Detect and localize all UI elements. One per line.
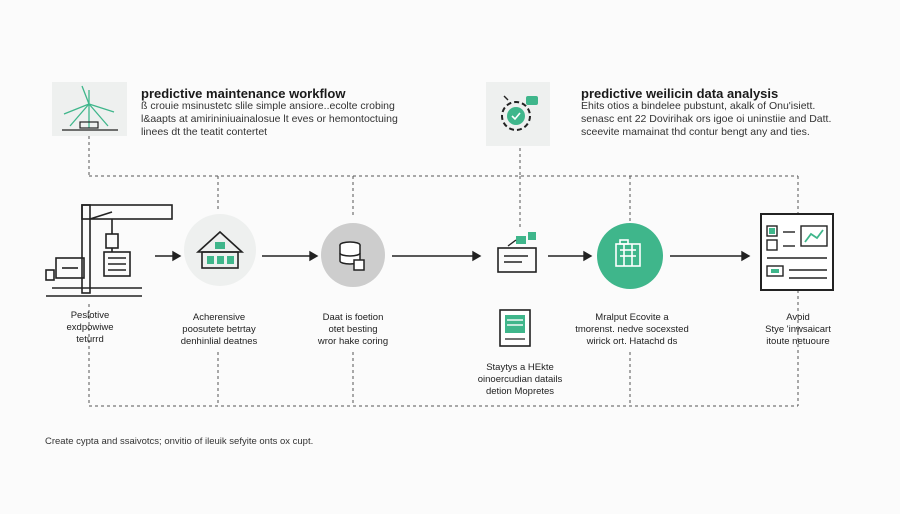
node-label-4: Staytys a HEkte oinoercudian datails det… (477, 362, 563, 397)
header-left-description: ß crouie msinustetc slile simple ansiore… (141, 100, 398, 138)
wind-turbine-icon-box (52, 82, 127, 136)
node-label-2: Acherensive poosutete betrtay denhinlial… (180, 312, 258, 347)
dashboard-report-icon (760, 213, 834, 291)
header-left-title: predictive maintenance workflow (141, 86, 346, 101)
database-icon (339, 241, 365, 271)
house-icon (195, 230, 245, 269)
header-right-description: Ehits otios a bindelee pubstunt, akalk o… (581, 100, 832, 138)
node-label-1: Peslotive exdpowiwe teturrd (66, 310, 114, 345)
node-label-3: Daat is foetion otet besting wror hake c… (317, 312, 389, 347)
footer-caption: Create cypta and ssaivotcs; onvitio of i… (45, 436, 314, 447)
wind-turbine-icon (62, 85, 118, 131)
node-label-5: Mralput Ecovite a tmorenst. nedve socexs… (575, 312, 689, 347)
node-label-6: Avoid Stye 'inwsaicart itoute netuoure (765, 312, 831, 347)
header-right-title: predictive weilicin data analysis (581, 86, 779, 101)
gear-settings-icon (501, 95, 538, 131)
data-transfer-icon (497, 232, 537, 273)
factory-building-icon (615, 239, 641, 267)
crane-machine-icon (45, 204, 173, 297)
node-3-circle (321, 223, 385, 287)
report-document-icon (499, 309, 531, 347)
gear-icon-box (486, 82, 550, 146)
node-5-circle (597, 223, 663, 289)
node-2-circle (184, 214, 256, 286)
